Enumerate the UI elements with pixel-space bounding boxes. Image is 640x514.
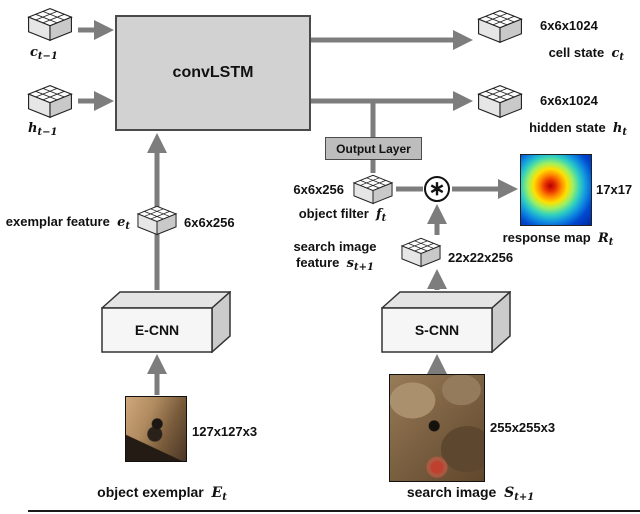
- scnn-label: S-CNN: [414, 322, 460, 338]
- search-image: [389, 374, 485, 482]
- response-map-var: Rt: [597, 231, 614, 248]
- search-feature-label: search image feature st+1: [293, 239, 377, 273]
- tensor-cube-icon: [28, 85, 72, 118]
- convlstm-block: convLSTM: [115, 15, 311, 131]
- ecnn-label: E-CNN: [134, 322, 180, 338]
- tensor-cube-icon: [478, 10, 522, 43]
- object-filter-var: ft: [376, 207, 387, 224]
- h-prev-label: ht−1: [28, 121, 58, 138]
- search-feature-cube: [398, 236, 444, 273]
- c-prev-cube: [24, 6, 76, 47]
- ecnn-block: E-CNN: [101, 291, 231, 353]
- search-feature-var: st+1: [346, 256, 374, 273]
- hidden-state-var: ht: [612, 121, 627, 138]
- cell-state-cube: [474, 8, 526, 49]
- search-image-var: St+1: [504, 485, 535, 503]
- tensor-cube-icon: [478, 85, 522, 118]
- cell-state-dim: 6x6x1024: [540, 18, 598, 33]
- convolution-operator-icon: ∗: [424, 176, 450, 202]
- h-prev-cube: [24, 83, 76, 124]
- object-filter-label: object filter ft: [298, 206, 387, 224]
- exemplar-feature-dim: 6x6x256: [184, 215, 235, 230]
- response-map-label: response map Rt: [502, 230, 614, 248]
- search-feature-dim: 22x22x256: [448, 250, 514, 265]
- bottom-rule: [28, 510, 640, 512]
- convlstm-label: convLSTM: [172, 64, 254, 81]
- tensor-cube-icon: [401, 237, 441, 267]
- cell-state-var: ct: [611, 46, 624, 63]
- hidden-state-cube: [474, 83, 526, 124]
- scnn-block: S-CNN: [381, 291, 511, 353]
- object-filter-cube: [350, 173, 396, 210]
- output-layer-block: Output Layer: [325, 137, 422, 160]
- object-exemplar-caption: object exemplar Et: [97, 484, 227, 503]
- response-map-dim: 17x17: [596, 182, 633, 197]
- exemplar-feature-cube: [134, 204, 180, 241]
- tensor-cube-icon: [28, 8, 72, 41]
- hidden-state-dim: 6x6x1024: [540, 93, 598, 108]
- exemplar-feature-label: exemplar feature et: [5, 214, 130, 232]
- object-exemplar-dim: 127x127x3: [192, 424, 258, 439]
- object-filter-dim: 6x6x256: [293, 182, 344, 197]
- exemplar-feature-var: et: [117, 215, 130, 232]
- object-exemplar-var: Et: [211, 485, 227, 503]
- cell-state-label: cell state ct: [548, 45, 624, 63]
- tensor-cube-icon: [137, 205, 177, 235]
- output-layer-label: Output Layer: [336, 141, 411, 156]
- hidden-state-label: hidden state ht: [529, 120, 627, 138]
- object-exemplar-image: [125, 396, 187, 462]
- response-map-image: [520, 154, 592, 226]
- search-image-dim: 255x255x3: [490, 420, 556, 435]
- tensor-cube-icon: [353, 174, 393, 204]
- c-prev-label: ct−1: [30, 45, 58, 62]
- search-image-caption: search image St+1: [406, 484, 535, 503]
